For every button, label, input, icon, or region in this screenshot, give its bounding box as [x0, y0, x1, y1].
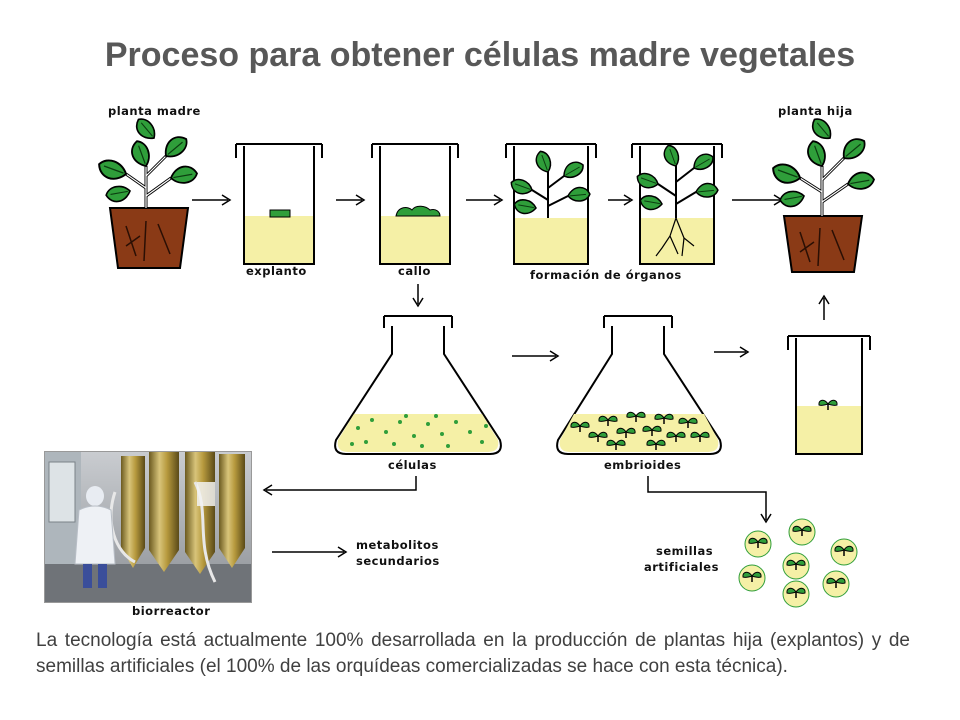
tube-explanto	[235, 143, 323, 265]
label-metabolitos: metabolitos	[356, 538, 439, 552]
label-semillas: semillas	[656, 544, 714, 558]
tube-seedling	[787, 335, 871, 455]
label-callo: callo	[398, 264, 431, 278]
tube-shoot	[505, 143, 597, 265]
bioreactor-photo	[44, 451, 252, 603]
flask-embrioides	[556, 315, 722, 455]
label-biorreactor: biorreactor	[132, 604, 211, 618]
label-artificiales: artificiales	[644, 560, 719, 574]
label-planta-madre: planta madre	[108, 104, 201, 118]
label-embrioides: embrioides	[604, 458, 682, 472]
process-diagram-graphic	[96, 114, 877, 608]
label-explanto: explanto	[246, 264, 307, 278]
tube-callo	[371, 143, 459, 265]
tube-rooted	[631, 142, 723, 265]
flask-celulas	[334, 315, 502, 455]
label-secundarios: secundarios	[356, 554, 440, 568]
label-celulas: células	[388, 458, 437, 472]
caption-text: La tecnología está actualmente 100% desa…	[36, 630, 910, 677]
mother-plant-illustration	[96, 114, 200, 269]
label-formacion-organos: formación de órganos	[530, 268, 682, 282]
artificial-seeds	[738, 518, 858, 608]
bioreactor-photo-illustration	[45, 452, 251, 602]
daughter-plant-illustration	[768, 114, 877, 273]
label-planta-hija: planta hija	[778, 104, 853, 118]
slide-title: Proceso para obtener células madre veget…	[104, 36, 856, 74]
